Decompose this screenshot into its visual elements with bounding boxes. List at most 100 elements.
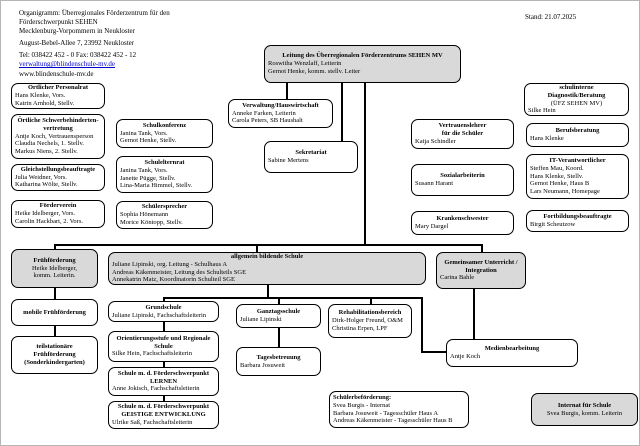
node-title: (Sonderkindergarten) xyxy=(24,358,85,366)
node-body-line: Juliane Lipinski, org. Leitung - Schulha… xyxy=(112,260,228,268)
node-body-line: Hans Klenke, Stellv. xyxy=(530,172,584,180)
document-header: Organigramm: Überregionales Förderzentru… xyxy=(19,9,170,79)
org-node-schuelerbefoerderung: Schülerbeförderung:Svea Burgis - Interna… xyxy=(329,391,469,428)
node-body-line: Katharina Wölte, Stellv. xyxy=(15,181,78,189)
node-body-line: Christina Erpen, LPF xyxy=(332,324,388,332)
node-body-line: Antje Koch xyxy=(450,353,481,360)
node-title: mobile Frühförderung xyxy=(23,308,86,316)
node-body-line: Gernot Henke, komm. stellv. Leiter xyxy=(268,67,361,75)
org-node-leitung: Leitung des Überregionalen Förderzentrum… xyxy=(264,45,461,83)
connector-line xyxy=(481,244,483,253)
node-body-line: Antje Koch, Vertrauensperson xyxy=(15,132,94,140)
node-body-line: Hans Klenke xyxy=(530,135,564,142)
node-title: Örtliche Schwerbehinderten- xyxy=(17,117,99,124)
connector-line xyxy=(370,297,372,305)
connector-line xyxy=(256,244,258,253)
node-body-line: Julia Weidner, Vors. xyxy=(15,173,67,181)
connector-line xyxy=(421,297,423,352)
node-body-line: Markus Niens, 2. Stellv. xyxy=(15,148,78,156)
connector-line xyxy=(421,351,447,353)
node-body-line: Sabine Mertens xyxy=(268,157,309,164)
node-title: Schulkonferenz xyxy=(142,121,187,129)
node-title: Schule m. d. Förderschwerpunkt xyxy=(117,369,210,377)
node-body-line: Andreas Käkenmeister - Tagesschüler Haus… xyxy=(333,417,453,425)
connector-line xyxy=(286,83,288,99)
email-link[interactable]: verwaltung@blindenschule-mv.de xyxy=(19,60,115,69)
node-body-line: Katja Schindler xyxy=(415,137,456,145)
node-title: Rehabilitationsbereich xyxy=(338,309,402,317)
node-title: IT-Verantwortlicher xyxy=(549,157,606,164)
connector-line xyxy=(54,288,56,300)
node-title: Integration xyxy=(465,266,497,274)
node-body-line: Janina Tank, Vors. xyxy=(120,129,168,137)
node-title: Internat für Schule xyxy=(557,401,612,409)
node-title: allgemein bildende Schule xyxy=(230,252,304,260)
node-body-line: Juliane Lipinski xyxy=(240,316,282,323)
address-line: August-Bebel-Allee 7, 23992 Neukloster xyxy=(19,39,135,48)
node-title: Frühförderung xyxy=(33,256,76,264)
node-body-line: Katrin Arnhold, Stellv. xyxy=(15,99,75,107)
node-title: Tagesbetreuung xyxy=(256,353,301,361)
node-title: Sekretariat xyxy=(295,149,327,157)
node-body-line: Dirk-Holger Freund, O&M xyxy=(332,317,403,325)
node-title: Vertrauenslehrer xyxy=(438,122,487,130)
connector-line xyxy=(54,244,56,250)
node-title: Schülersprecher xyxy=(141,203,188,211)
node-body-line: Ulrike Saß, Fachschaftsleiterin xyxy=(112,418,193,426)
node-title: Schulelternrat xyxy=(144,158,185,166)
connector-line xyxy=(163,322,165,332)
node-body-line: Annekatrin Matz, Koordinatorin Schulteil… xyxy=(112,276,235,284)
node-title: Fortbildungsbeauftragte xyxy=(543,213,612,221)
node-body-line: Heike Idelberger, Vors. xyxy=(15,210,76,218)
connector-line xyxy=(163,396,165,402)
node-title: Frühförderung xyxy=(33,351,76,359)
node-title: Gleichstellungsbeauftragte xyxy=(20,165,96,173)
connector-line xyxy=(163,362,165,368)
node-title: vertretung xyxy=(43,124,73,132)
org-node-mobile-fruehfoerderung: mobile Frühförderung xyxy=(11,299,98,326)
website-line: www.blindenschule-mv.de xyxy=(19,69,94,78)
node-title: schulinterne xyxy=(559,83,594,91)
node-title: Grundschule xyxy=(145,303,182,311)
node-body-line: Hans Klenke, Vors. xyxy=(15,92,66,100)
org-title-line-3: Mecklenburg-Vorpommern in Neukloster xyxy=(19,27,135,36)
node-body-line: Janina Tank, Vors. xyxy=(120,166,168,174)
node-title: Sozialarbeiterin xyxy=(440,172,485,180)
connector-line xyxy=(278,297,280,305)
node-body-line: Claudia Nechels, 1. Stellv. xyxy=(15,140,84,148)
connector-line xyxy=(54,326,56,337)
node-body-line: Barbara Josuweit xyxy=(240,361,285,369)
node-body-line: Juliane Lipinski, Fachschaftsleiterin xyxy=(112,311,207,319)
org-title-line-2: Förderschwerpunkt SEHEN xyxy=(19,18,98,27)
node-title: Schule xyxy=(154,342,173,350)
node-title: GEISTIGE ENTWICKLUNG xyxy=(121,411,206,419)
node-body-line: Anneke Farken, Leiterin xyxy=(232,109,296,117)
node-body-line: Barbara Josuweit - Tagesschüler Haus A xyxy=(333,409,439,417)
node-title: Schule m. d. Förderschwerpunkt xyxy=(117,403,210,411)
connector-line xyxy=(473,289,475,340)
node-body-line: Anne Jokisch, Fachschaftsleiterin xyxy=(112,385,200,393)
node-body-line: Carolin Hackbart, 2. Vors. xyxy=(15,217,83,225)
node-title: Örtlicher Personalrat xyxy=(28,84,88,92)
node-title: Leitung des Überregionalen Förderzentrum… xyxy=(282,52,443,60)
connector-line xyxy=(54,244,482,246)
